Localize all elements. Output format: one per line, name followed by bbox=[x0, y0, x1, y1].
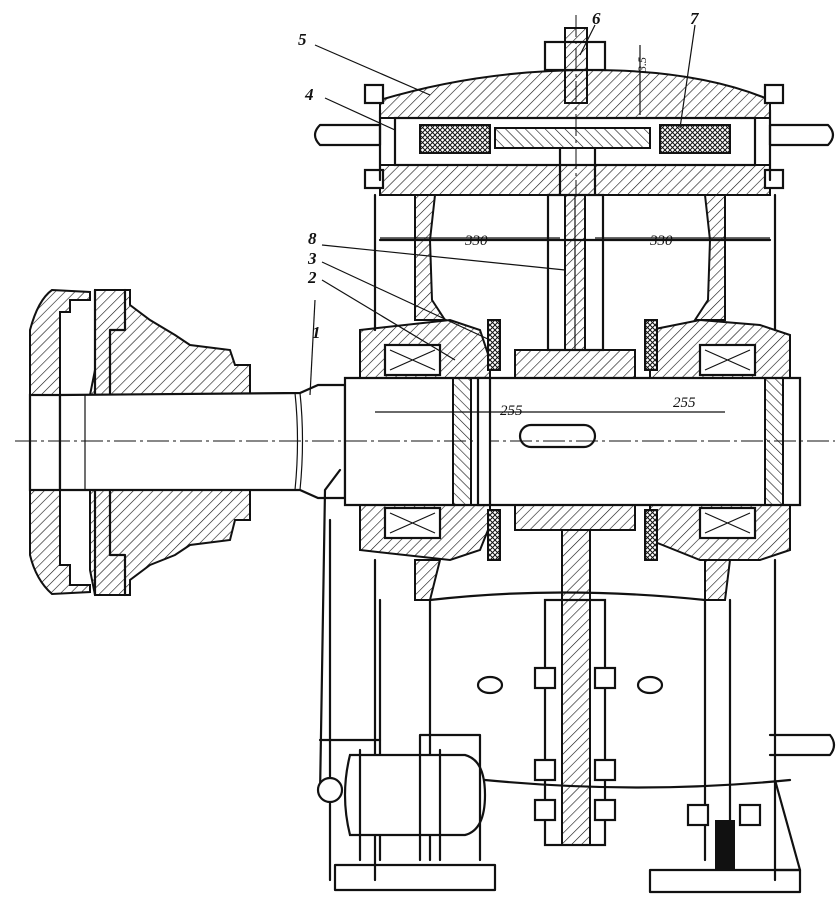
dim-right-shaft: 255 bbox=[673, 395, 696, 411]
label-part-4: 4 bbox=[304, 85, 314, 104]
vertical-shaft bbox=[546, 193, 605, 352]
drive-motor bbox=[316, 468, 487, 862]
right-bearing bbox=[644, 318, 791, 561]
label-part-3: 3 bbox=[307, 249, 317, 268]
dim-left-shaft: 255 bbox=[500, 403, 523, 419]
label-part-5: 5 bbox=[298, 30, 307, 49]
label-part-6: 6 bbox=[592, 9, 601, 28]
dimension-lines bbox=[375, 237, 770, 413]
dim-right-span: 330 bbox=[649, 233, 673, 249]
top-housing bbox=[313, 15, 835, 240]
left-bearing bbox=[359, 318, 501, 562]
leader-lines bbox=[309, 24, 696, 396]
label-part-7: 7 bbox=[690, 9, 700, 28]
frame-columns bbox=[373, 193, 777, 332]
dim-left-span: 330 bbox=[464, 233, 488, 249]
dim-gap: 3.5 bbox=[635, 57, 649, 73]
label-part-1: 1 bbox=[312, 323, 321, 342]
lower-frame bbox=[318, 518, 836, 894]
label-part-2: 2 bbox=[307, 268, 317, 287]
flange-bolts bbox=[533, 666, 762, 827]
label-part-8: 8 bbox=[308, 229, 317, 248]
main-shaft bbox=[15, 376, 835, 507]
